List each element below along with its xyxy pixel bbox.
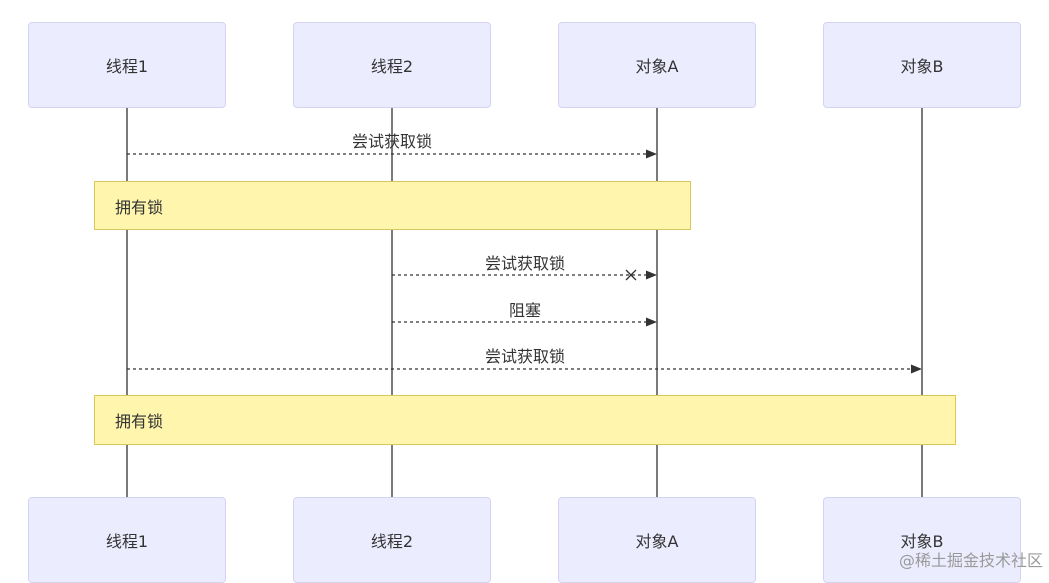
actor-top-thread1: 线程1 xyxy=(28,22,226,108)
actor-label: 对象A xyxy=(635,57,679,76)
message-label-t2-oa-block: 阻塞 xyxy=(508,301,542,320)
actor-top-thread2: 线程2 xyxy=(293,22,491,108)
note-label: 拥有锁 xyxy=(115,412,164,431)
actor-top-object-b: 对象B xyxy=(823,22,1021,108)
note-owns-lock-1: 拥有锁 xyxy=(94,181,691,230)
actor-label: 线程1 xyxy=(105,532,149,551)
note-owns-lock-2: 拥有锁 xyxy=(94,395,956,445)
lifeline-thread2 xyxy=(391,108,393,497)
watermark: @稀土掘金技术社区 xyxy=(898,551,1043,570)
actor-label: 对象A xyxy=(635,532,679,551)
actor-top-object-a: 对象A xyxy=(558,22,756,108)
message-label-t2-oa-failed: 尝试获取锁 xyxy=(484,254,566,273)
actor-label: 对象B xyxy=(900,532,944,551)
actor-label: 对象B xyxy=(900,57,944,76)
lifeline-object-a xyxy=(656,108,658,497)
note-label: 拥有锁 xyxy=(115,197,164,217)
actor-bottom-thread2: 线程2 xyxy=(293,497,491,583)
actor-label: 线程2 xyxy=(370,532,414,551)
message-label-t1-oa: 尝试获取锁 xyxy=(351,132,433,151)
lifeline-thread1 xyxy=(126,108,128,497)
actor-label: 线程1 xyxy=(105,57,149,76)
actor-bottom-object-a: 对象A xyxy=(558,497,756,583)
actor-bottom-thread1: 线程1 xyxy=(28,497,226,583)
actor-label: 线程2 xyxy=(370,57,414,76)
cross-mark-icon xyxy=(625,269,637,281)
actor-bottom-object-b: 对象B xyxy=(823,497,1021,583)
lifeline-object-b xyxy=(921,108,923,497)
message-label-t1-ob: 尝试获取锁 xyxy=(484,347,566,366)
